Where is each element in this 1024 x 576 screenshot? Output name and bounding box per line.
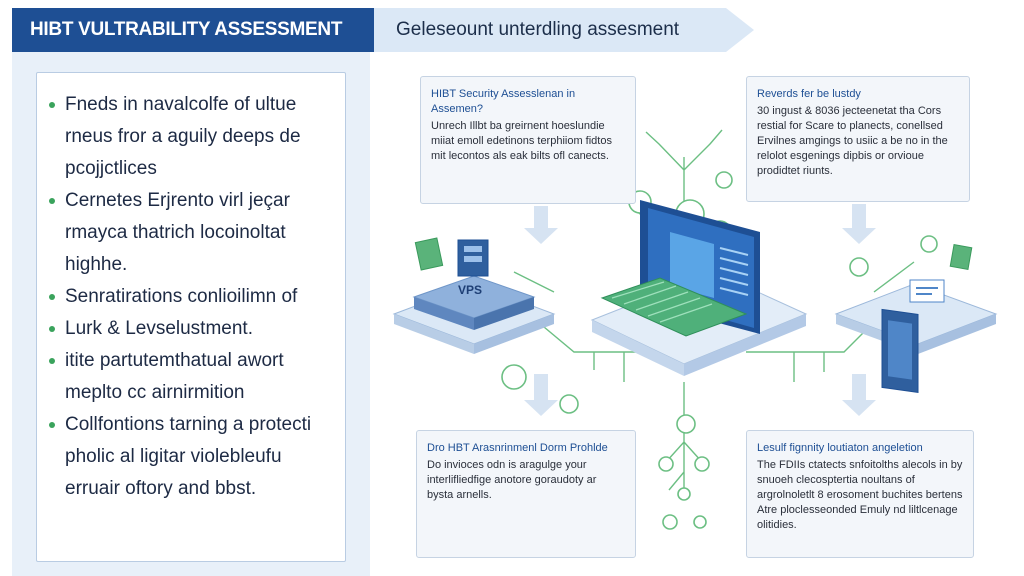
document-icon — [414, 237, 444, 271]
bullet-item: Senratirations conlioilimn of — [45, 281, 335, 313]
bullet-list: Fneds in navalcolfe of ultue rneus fror … — [45, 89, 335, 505]
header-subtitle-arrow: Geleseount unterdling assesment — [374, 8, 754, 52]
card-icon — [909, 279, 945, 303]
info-box-bottom-right: Lesulf fignnity loutiaton angeletion The… — [746, 430, 974, 558]
info-box-top-left: HIBT Security Assesslenan in Assemen? Un… — [420, 76, 636, 204]
node-icon — [694, 456, 710, 472]
bullet-text: Cernetes Erjrento virl jeçar rmayca that… — [65, 190, 290, 275]
page-title: HIBT VULTRABILITY ASSESSMENT — [30, 19, 343, 40]
bullet-item: Cernetes Erjrento virl jeçar rmayca that… — [45, 185, 335, 281]
node-icon — [677, 487, 691, 501]
info-box-bottom-left: Dro HBT Arasnrinmenl Dorm Prohlde Do inv… — [416, 430, 636, 558]
page-subtitle: Geleseount unterdling assesment — [396, 19, 680, 40]
node-icon — [662, 514, 678, 530]
down-arrow-icon — [524, 206, 558, 244]
info-box-title: Dro HBT Arasnrinmenl Dorm Prohlde — [427, 442, 608, 454]
info-box-body: Unrech Illbt ba greirnent hoeslundie mii… — [431, 120, 612, 162]
bullet-dot-icon — [49, 102, 55, 108]
bullet-text: Lurk & Levselustment. — [65, 318, 253, 339]
node-icon — [715, 171, 733, 189]
diagram-canvas: VPS HIBT Security Assesslenan in Assemen… — [374, 52, 1024, 576]
bullet-dot-icon — [49, 358, 55, 364]
right-device-platform — [834, 244, 998, 394]
connector-illustration — [392, 129, 998, 530]
info-box-body: The FDIIs ctatects snfoitolths alecols i… — [757, 459, 963, 531]
bullet-dot-icon — [49, 294, 55, 300]
node-icon — [849, 257, 869, 277]
node-icon — [658, 456, 674, 472]
bullet-dot-icon — [49, 326, 55, 332]
node-icon — [676, 414, 696, 434]
info-box-body: 30 ingust & 8036 jecteenetat tha Cors re… — [757, 105, 948, 177]
bullet-card: Fneds in navalcolfe of ultue rneus fror … — [36, 72, 346, 562]
bullet-item: Lurk & Levselustment. — [45, 313, 335, 345]
down-arrow-icon — [842, 374, 876, 416]
left-server-platform — [392, 237, 556, 354]
flow-arrows — [524, 204, 876, 416]
bullet-item: Fneds in navalcolfe of ultue rneus fror … — [45, 89, 335, 185]
info-box-title: Reverds fer be lustdy — [757, 88, 861, 100]
info-box-top-right: Reverds fer be lustdy 30 ingust & 8036 j… — [746, 76, 970, 202]
bullet-dot-icon — [49, 422, 55, 428]
bullet-text: Fneds in navalcolfe of ultue rneus fror … — [65, 94, 301, 179]
bullet-text: Senratirations conlioilimn of — [65, 286, 298, 307]
node-icon — [559, 394, 579, 414]
bullet-text: Collfontions tarning a protecti pholic a… — [65, 414, 312, 499]
server-label: VPS — [458, 283, 483, 297]
bullet-item: itite partutemthatual awort meplto cc ai… — [45, 345, 335, 409]
node-icon — [693, 515, 707, 529]
center-laptop-platform — [590, 200, 808, 376]
node-icon — [501, 364, 527, 390]
left-panel: Fneds in navalcolfe of ultue rneus fror … — [12, 52, 370, 576]
info-box-title: HIBT Security Assesslenan in Assemen? — [431, 88, 576, 115]
down-arrow-icon — [842, 204, 876, 244]
info-box-body: Do invioces odn is aragulge your interli… — [427, 459, 597, 501]
document-icon — [949, 244, 973, 270]
down-arrow-icon — [524, 374, 558, 416]
bullet-item: Collfontions tarning a protecti pholic a… — [45, 409, 335, 505]
header-title-bar: HIBT VULTRABILITY ASSESSMENT — [12, 8, 374, 52]
circuit-lines — [513, 129, 915, 492]
bullet-dot-icon — [49, 198, 55, 204]
node-icon — [920, 235, 938, 253]
info-box-title: Lesulf fignnity loutiaton angeletion — [757, 442, 923, 454]
bullet-text: itite partutemthatual awort meplto cc ai… — [65, 350, 284, 403]
